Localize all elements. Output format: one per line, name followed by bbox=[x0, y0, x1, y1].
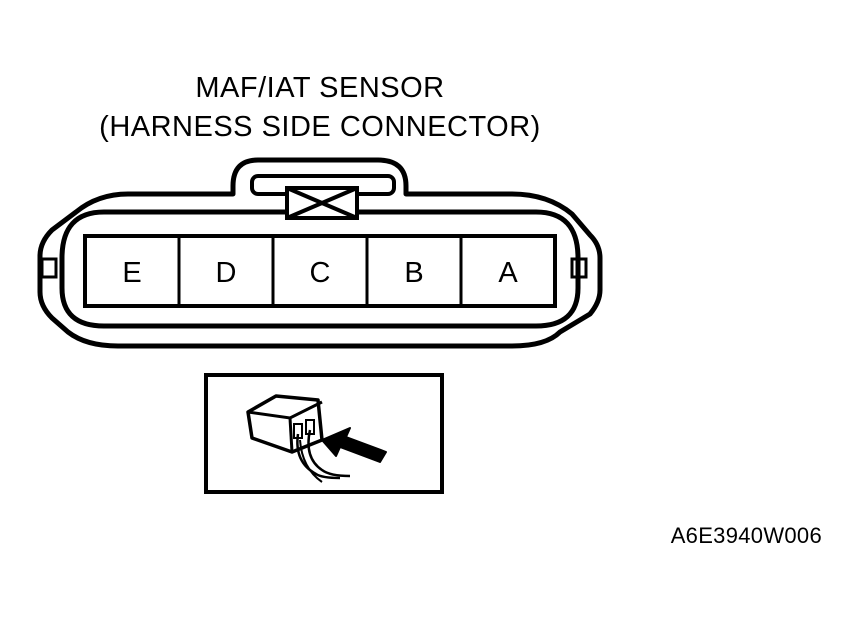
connector-outer-housing bbox=[37, 157, 603, 349]
connector-left-tab bbox=[40, 257, 58, 279]
probe-connector-icon bbox=[246, 394, 387, 483]
pin-label-b: B bbox=[404, 257, 423, 289]
figure-code: A6E3940W006 bbox=[670, 523, 822, 548]
pin-label-c: C bbox=[310, 257, 331, 289]
latch-cross-line-2 bbox=[286, 186, 358, 220]
inset-box bbox=[204, 373, 444, 494]
diagram-subtitle: (HARNESS SIDE CONNECTOR) bbox=[99, 111, 541, 143]
pin-label-d: D bbox=[216, 257, 237, 289]
pin-label-a: A bbox=[498, 257, 518, 289]
connector-right-tab bbox=[570, 257, 588, 279]
connector-inner-housing bbox=[59, 209, 581, 329]
pin-label-e: E bbox=[122, 257, 141, 289]
probe-arrow-icon bbox=[321, 427, 387, 463]
diagram-title: MAF/IAT SENSOR bbox=[195, 72, 445, 104]
pin-block bbox=[83, 234, 557, 308]
